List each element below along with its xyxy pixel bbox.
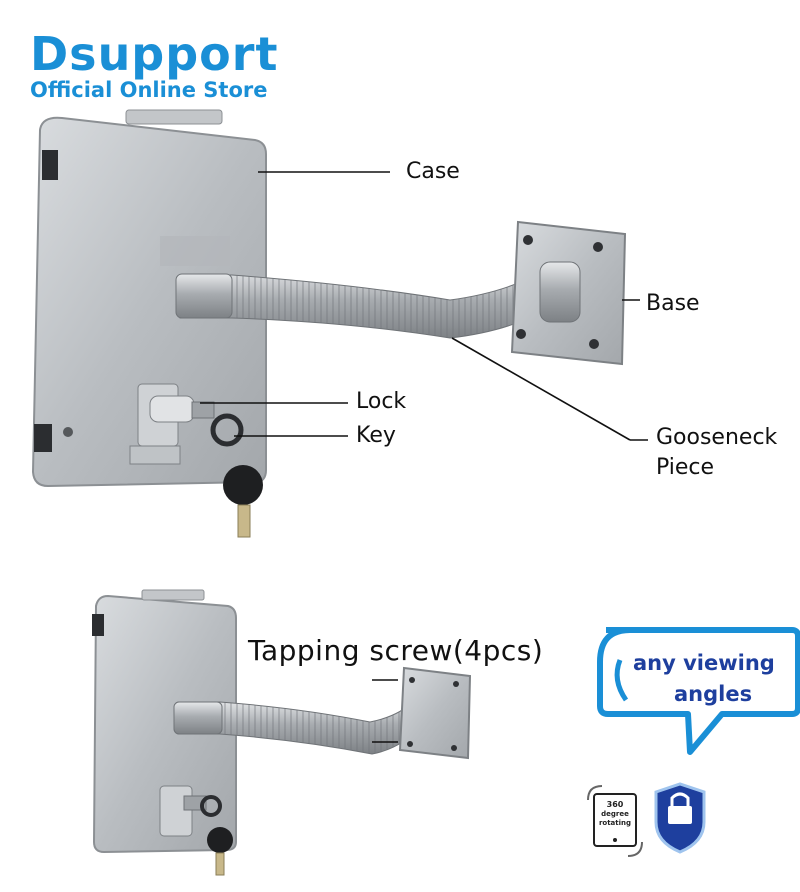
key-ring	[210, 413, 244, 447]
key-blade	[237, 504, 251, 538]
base-screw	[453, 681, 459, 687]
rotate-badge-text-360: 360	[606, 800, 624, 809]
base-screw	[409, 677, 415, 683]
label-lock: Lock	[356, 389, 407, 414]
bubble-text-line1: any viewing	[633, 651, 775, 675]
label-gooseneck-piece: Piece	[656, 455, 715, 480]
bubble-text-line2: angles	[674, 682, 753, 706]
base-screw	[593, 242, 603, 252]
lock-badge-text: LOCK	[669, 823, 691, 831]
top-stand	[31, 109, 627, 538]
case-side-clip	[42, 150, 58, 180]
key-head	[223, 465, 263, 505]
label-case: Case	[406, 159, 460, 184]
rotate-tablet-icon	[587, 785, 643, 857]
base-screw	[516, 329, 526, 339]
base-screw	[589, 339, 599, 349]
label-tapping-screw: Tapping screw(4pcs)	[248, 634, 544, 667]
brand-name: Dsupport	[30, 27, 279, 81]
rotate-badge-text-rotating: rotating	[598, 819, 632, 827]
base-screw	[407, 741, 413, 747]
lock-shield-icon	[654, 782, 706, 854]
label-gooseneck: Gooseneck	[656, 425, 778, 450]
callout-lines	[200, 171, 648, 441]
bottom-stand	[92, 589, 472, 876]
brand-tagline: Official Online Store	[30, 78, 268, 102]
case-side-clip	[34, 424, 52, 452]
lock-assembly	[129, 383, 263, 538]
base-screw	[451, 745, 457, 751]
rotate-badge-text-degree: degree	[601, 810, 629, 818]
viewing-angles-bubble	[597, 627, 800, 755]
label-key: Key	[356, 423, 396, 448]
base-plate	[510, 220, 627, 366]
brand-logo: Dsupport Official Online Store	[30, 28, 278, 102]
label-base: Base	[646, 291, 700, 316]
base-screw	[523, 235, 533, 245]
case-top-clip	[125, 109, 223, 125]
